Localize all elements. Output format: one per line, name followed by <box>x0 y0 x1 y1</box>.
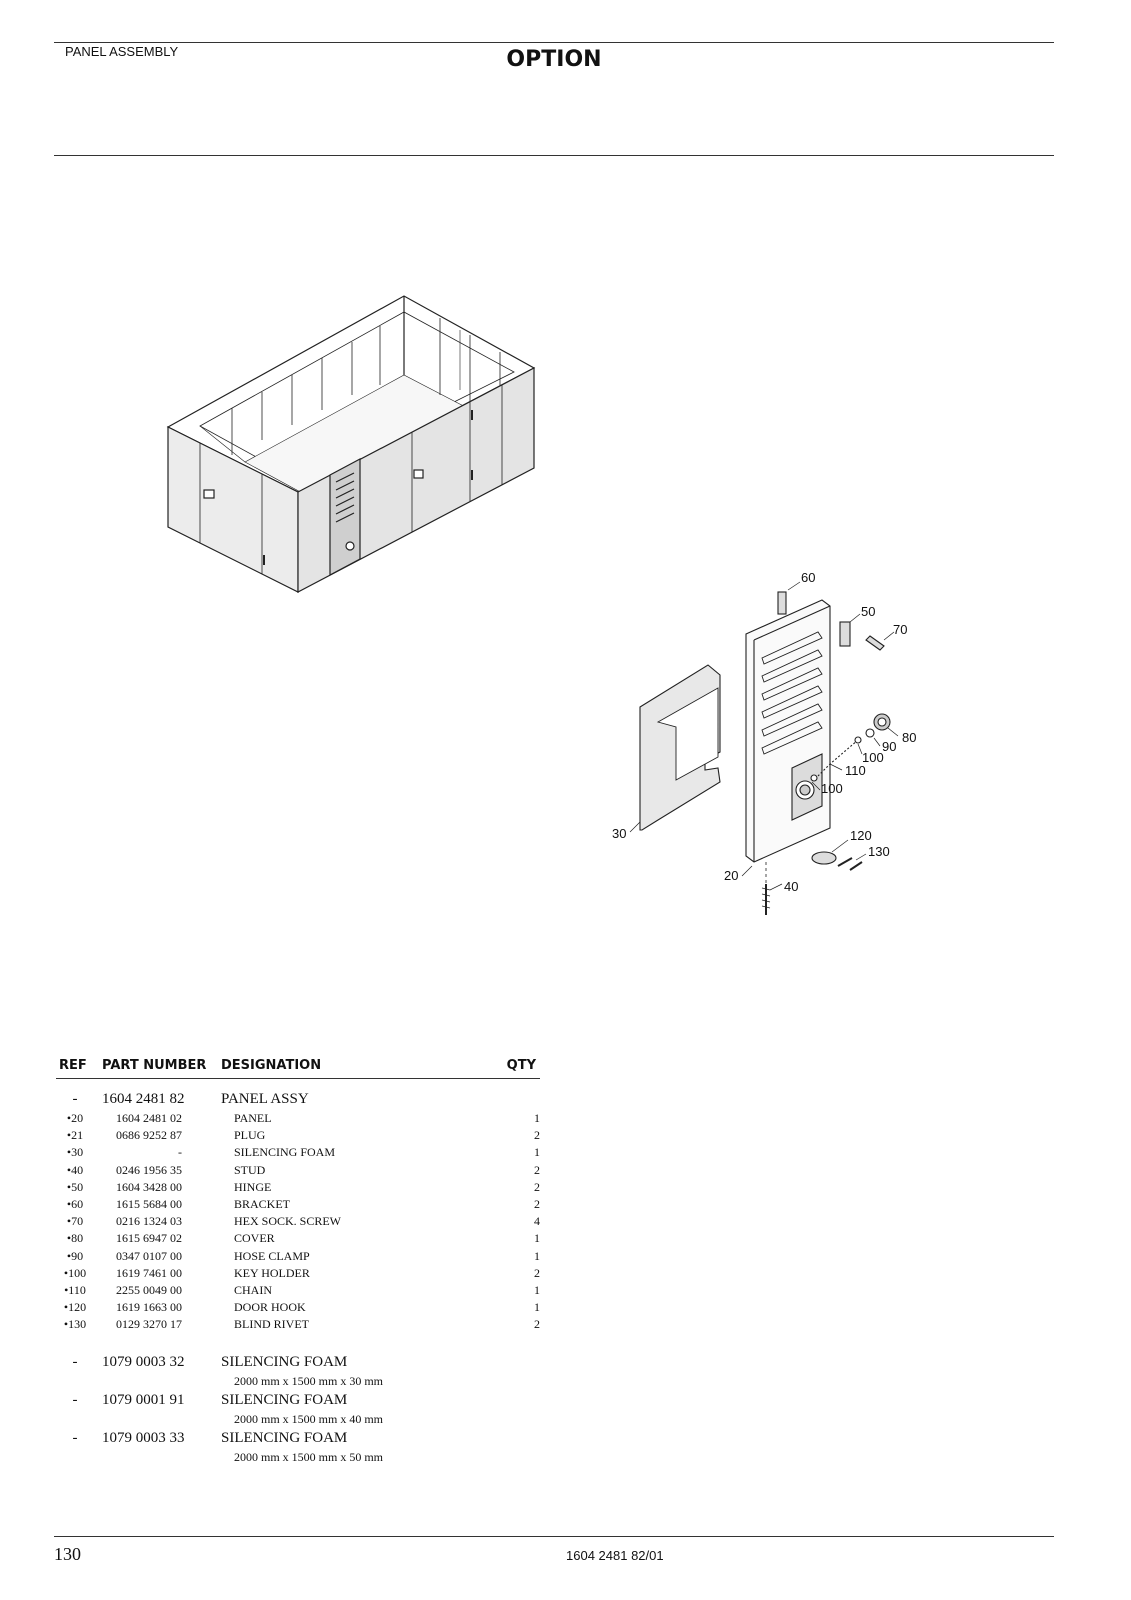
col-designation: DESIGNATION <box>221 1058 322 1073</box>
option-note: 2000 mm x 1500 mm x 50 mm <box>234 1450 384 1465</box>
callout: 120 <box>850 828 872 843</box>
footer-rule <box>54 1536 1054 1537</box>
table-row: •40 0246 1956 35 STUD 2 <box>66 1162 540 1177</box>
header-bottom-rule <box>54 155 1054 156</box>
table-row: •100 1619 7461 00 KEY HOLDER 2 <box>63 1265 540 1280</box>
table-row: •30 - SILENCING FOAM 1 <box>66 1145 540 1160</box>
callout: 100 <box>862 750 884 765</box>
document-code: 1604 2481 82/01 <box>566 1548 664 1563</box>
table-row: •80 1615 6947 02 COVER 1 <box>66 1231 540 1246</box>
part-cell: 1604 2481 82 <box>102 1091 185 1107</box>
callout: 50 <box>861 604 875 619</box>
callout: 110 <box>845 763 866 778</box>
ref-cell: - <box>72 1091 78 1107</box>
assembly-row: - 1604 2481 82 PANEL ASSY <box>56 1089 540 1111</box>
callout: 20 <box>724 868 738 883</box>
col-part-number: PART NUMBER <box>102 1058 207 1073</box>
component-rows: •20 1604 2481 02 PANEL 1 •21 0686 9252 8… <box>56 1111 540 1334</box>
option-rows: - 1079 0003 32 SILENCING FOAM 2000 mm x … <box>56 1352 540 1466</box>
callout: 130 <box>868 844 890 859</box>
callout: 100 <box>821 781 843 796</box>
table-row: •60 1615 5684 00 BRACKET 2 <box>66 1196 540 1211</box>
callout: 30 <box>612 826 626 841</box>
option-row: - 1079 0001 91 SILENCING FOAM <box>72 1392 348 1409</box>
table-row: •130 0129 3270 17 BLIND RIVET 2 <box>63 1317 540 1332</box>
page-number: 130 <box>54 1544 81 1564</box>
col-ref: REF <box>59 1058 87 1073</box>
exploded-door-diagram: 60 50 70 80 90 100 110 100 30 120 130 20… <box>612 570 916 915</box>
table-header: REF PART NUMBER DESIGNATION QTY <box>56 1054 540 1079</box>
col-qty: QTY <box>506 1058 536 1073</box>
designation-cell: PANEL ASSY <box>221 1091 309 1107</box>
option-row: - 1079 0003 32 SILENCING FOAM <box>72 1354 348 1371</box>
table-row: •50 1604 3428 00 HINGE 2 <box>66 1179 540 1194</box>
table-row: •21 0686 9252 87 PLUG 2 <box>66 1128 540 1143</box>
table-row: •120 1619 1663 00 DOOR HOOK 1 <box>63 1300 540 1315</box>
callout: 90 <box>882 739 896 754</box>
door-panel-shape <box>745 599 831 863</box>
option-note: 2000 mm x 1500 mm x 40 mm <box>234 1412 384 1427</box>
table-row: •110 2255 0049 00 CHAIN 1 <box>64 1282 540 1297</box>
top-rule <box>54 42 1054 43</box>
parts-table: REF PART NUMBER DESIGNATION QTY - 1604 2… <box>56 1054 540 1466</box>
page-title: OPTION <box>506 47 602 72</box>
table-row: •20 1604 2481 02 PANEL 1 <box>66 1111 540 1125</box>
canopy-illustration <box>166 295 536 593</box>
option-note: 2000 mm x 1500 mm x 30 mm <box>234 1374 384 1389</box>
callout: 80 <box>902 730 916 745</box>
section-label: PANEL ASSEMBLY <box>65 44 179 59</box>
callout: 60 <box>801 570 815 585</box>
table-row: •90 0347 0107 00 HOSE CLAMP 1 <box>66 1248 540 1263</box>
callout: 40 <box>784 879 798 894</box>
table-row: •70 0216 1324 03 HEX SOCK. SCREW 4 <box>66 1214 540 1229</box>
option-row: - 1079 0003 33 SILENCING FOAM <box>72 1430 348 1447</box>
callout: 70 <box>893 622 907 637</box>
